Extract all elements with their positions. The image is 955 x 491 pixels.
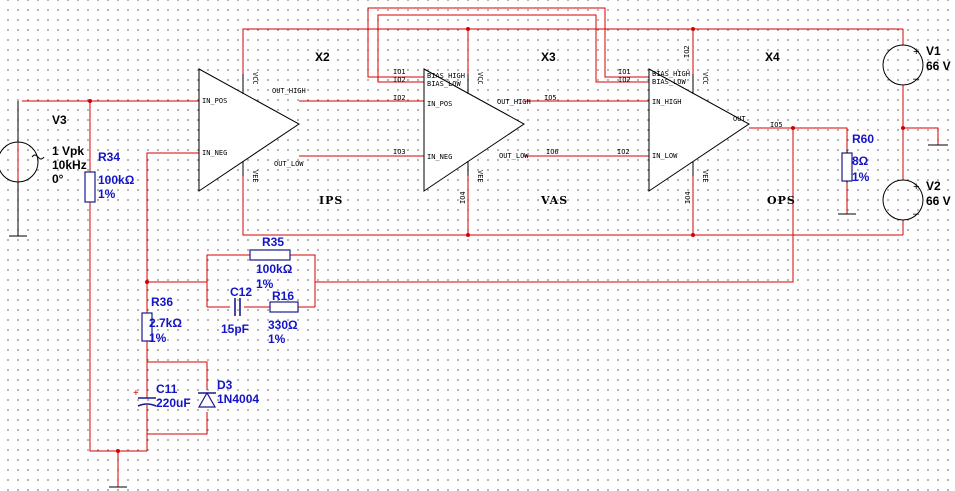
x4-pin-in-low: IN_LOW [652,152,678,160]
stage-vas-label: VAS [540,194,568,207]
source-v1[interactable]: + – [882,44,924,86]
x3-pin-bias-high: BIAS_HIGH [427,72,465,80]
resistor-r60[interactable] [838,150,856,215]
r16-tol: 1% [268,332,286,346]
x4-pin-out: OUT [733,115,746,123]
diode-d3[interactable] [197,391,217,408]
source-v3[interactable] [0,101,45,237]
c11-plus-icon: + [133,388,139,399]
v1-minus-icon: – [913,73,920,85]
d3-value: 1N4004 [217,392,259,406]
r60-value: 8Ω [852,154,869,168]
v2-plus-icon: + [913,181,919,193]
net-labels: IO1 IO2 IO1 IO2 IO2 IO3 IO5 IO6 IO2 IO5 … [393,45,783,204]
x3-pin-vee: VEE [476,170,484,183]
x2-pin-out-low: OUT_LOW [274,160,304,168]
x3-pin-out-high: OUT_HIGH [497,98,531,106]
x3-pin-in-neg: IN_NEG [427,153,452,161]
block-x2[interactable]: IN_POS IN_NEG OUT_HIGH OUT_LOW VCC VEE [198,68,306,192]
x2-pin-in-pos: IN_POS [202,97,227,105]
wires [17,7,939,487]
x2-pin-vcc: VCC [251,72,259,85]
r36-value: 2.7kΩ [149,316,182,330]
r36-ref: R36 [151,295,173,309]
x3-pin-bias-low: BIAS_LOW [427,80,462,88]
v2-ref: V2 [926,179,941,193]
v1-ref: V1 [926,44,941,58]
svg-text:IO4: IO4 [684,191,692,204]
r34-ref: R34 [98,150,120,164]
resistor-r34[interactable] [84,171,96,203]
v3-amp: 1 Vpk [52,144,84,158]
x4-pin-vee: VEE [701,170,709,183]
v1-plus-icon: + [913,46,919,58]
svg-text:IO4: IO4 [459,191,467,204]
r35-tol: 1% [256,277,274,291]
svg-text:IO2: IO2 [393,94,406,102]
resistor-r35[interactable] [249,249,291,261]
svg-text:IO3: IO3 [393,148,406,156]
x4-ref: X4 [765,50,780,64]
x2-pin-in-neg: IN_NEG [202,149,227,157]
x2-pin-vee: VEE [251,170,259,183]
capacitor-c12[interactable] [234,298,241,316]
stage-ips-label: IPS [319,194,343,207]
r36-tol: 1% [149,331,167,345]
x2-pin-out-high: OUT_HIGH [272,87,306,95]
v3-phase: 0° [52,172,64,186]
r35-ref: R35 [262,235,284,249]
svg-text:IO2: IO2 [618,76,631,84]
block-x3[interactable]: BIAS_HIGH BIAS_LOW IN_POS IN_NEG OUT_HIG… [423,68,531,192]
r60-tol: 1% [852,170,870,184]
x4-pin-bias-high: BIAS_HIGH [652,70,690,78]
svg-text:IO1: IO1 [393,68,406,76]
v3-freq: 10kHz [52,158,87,172]
svg-text:IO5: IO5 [544,94,557,102]
resistor-r16[interactable] [269,301,299,313]
x3-pin-out-low: OUT_LOW [499,152,529,160]
v1-value: 66 V [926,59,951,73]
svg-text:IO5: IO5 [770,121,783,129]
v3-ref: V3 [52,113,67,127]
x4-pin-bias-low: BIAS_LOW [652,78,687,86]
svg-text:IO2: IO2 [617,148,630,156]
v2-value: 66 V [926,194,951,208]
x2-ref: X2 [315,50,330,64]
svg-text:IO2: IO2 [683,45,691,58]
svg-text:IO1: IO1 [618,68,631,76]
r34-value: 100kΩ [98,173,135,187]
x3-ref: X3 [541,50,556,64]
junction-dots [88,27,905,453]
r16-ref: R16 [272,289,294,303]
d3-ref: D3 [217,378,233,392]
block-x4[interactable]: BIAS_HIGH BIAS_LOW IN_HIGH IN_LOW OUT VC… [648,68,750,192]
svg-text:IO2: IO2 [393,76,406,84]
x4-pin-in-high: IN_HIGH [652,98,682,106]
c11-value: 220uF [156,396,191,410]
svg-text:IO6: IO6 [546,148,559,156]
r34-tol: 1% [98,187,116,201]
r60-ref: R60 [852,132,874,146]
resistor-r36[interactable] [141,312,153,342]
x4-pin-vcc: VCC [701,72,709,85]
capacitor-c11[interactable]: + [133,388,157,410]
c12-ref: C12 [230,285,252,299]
x3-pin-vcc: VCC [476,72,484,85]
c11-ref: C11 [156,382,178,396]
c12-value: 15pF [221,322,249,336]
x3-pin-in-pos: IN_POS [427,100,452,108]
v2-minus-icon: – [913,208,920,220]
source-v2[interactable]: + – [882,179,924,221]
r16-value: 330Ω [268,318,298,332]
stage-ops-label: OPS [767,194,796,207]
r35-value: 100kΩ [256,262,293,276]
